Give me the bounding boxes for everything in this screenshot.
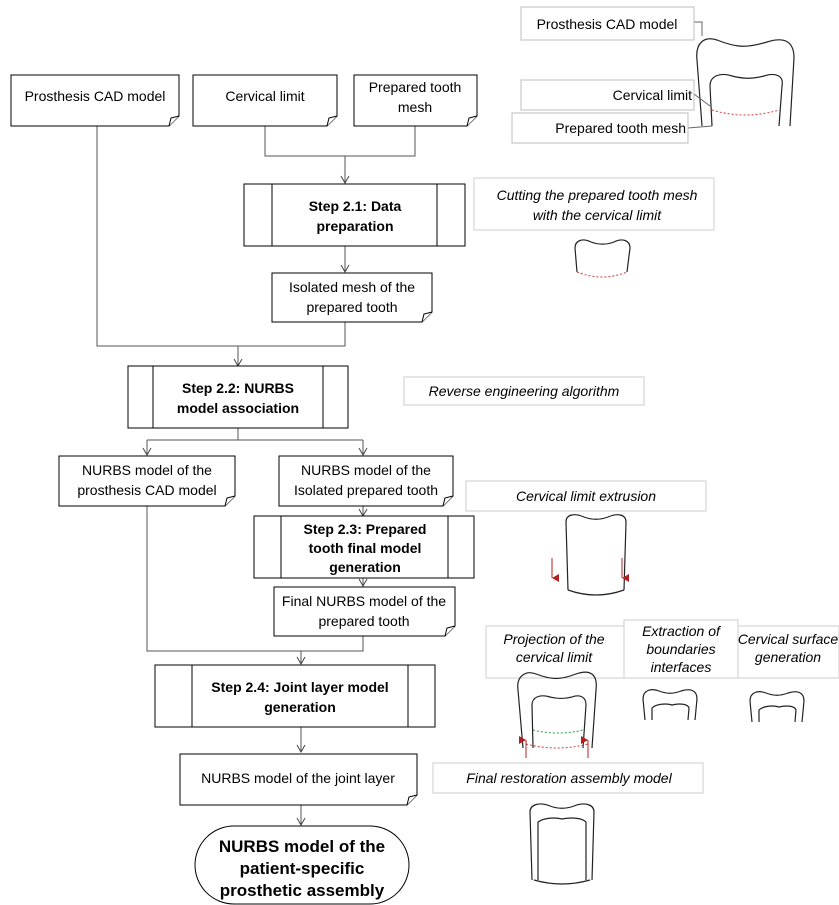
input-prepared-mesh-line1: Prepared tooth (369, 79, 462, 95)
connector-to-step24-merge (146, 506, 364, 652)
connectors (96, 126, 416, 827)
input-prepared-mesh-line2: mesh (398, 99, 432, 115)
terminal-line3: prosthetic assembly (220, 881, 385, 900)
step-2-4-line2: generation (264, 699, 336, 715)
note-cutting: Cutting the prepared tooth mesh with the… (473, 177, 715, 278)
step-2-2-box: Step 2.2: NURBS model association (127, 365, 349, 429)
step-2-3-line1: Step 2.3: Prepared (304, 521, 427, 537)
joint-layer-doc: NURBS model of the joint layer (179, 753, 418, 806)
input-prosthesis-cad-label: Prosthesis CAD model (25, 88, 166, 104)
nurbs-isolated-line1: NURBS model of the (301, 462, 431, 478)
note-surface: Cervical surface generation (737, 625, 839, 723)
input-prosthesis-cad: Prosthesis CAD model (10, 74, 180, 127)
note-extraction-line1: Extraction of (642, 623, 722, 639)
final-nurbs-line2: prepared tooth (318, 613, 409, 629)
projection-crown-shape (517, 671, 597, 749)
caption-mesh-box (511, 112, 689, 144)
caption-cervical: Cervical limit (613, 87, 692, 103)
note-extraction: Extraction of boundaries interfaces (623, 619, 739, 721)
nurbs-isolated-doc: NURBS model of the Isolated prepared too… (278, 455, 454, 507)
step-2-3-line2: tooth final model (309, 540, 422, 556)
step-2-1-line1: Step 2.1: Data (309, 198, 402, 214)
step-2-2-line2: model association (177, 400, 299, 416)
note-cutting-line1: Cutting the prepared tooth mesh (497, 187, 698, 203)
note-reverse: Reverse engineering algorithm (403, 376, 645, 406)
joint-layer-label: NURBS model of the joint layer (201, 770, 395, 786)
terminal-node: NURBS model of the patient-specific pros… (194, 825, 410, 905)
nurbs-prosthesis-line1: NURBS model of the (82, 462, 212, 478)
note-extrusion-label: Cervical limit extrusion (516, 488, 656, 504)
isolated-mesh-line1: Isolated mesh of the (289, 279, 415, 295)
step-2-3-line3: generation (329, 559, 401, 575)
cut-tooth-shape (574, 239, 631, 273)
note-final-assembly-label: Final restoration assembly model (466, 770, 672, 786)
note-extraction-line2: boundaries (646, 641, 715, 657)
input-cervical-limit-label: Cervical limit (225, 88, 304, 104)
connector-to-step22-merge (96, 126, 346, 347)
step-2-1-box: Step 2.1: Data preparation (243, 183, 466, 247)
input-illustration: Prosthesis CAD model Cervical limit Prep… (511, 6, 795, 144)
caption-cad: Prosthesis CAD model (537, 16, 678, 32)
isolated-mesh-doc: Isolated mesh of the prepared tooth (271, 272, 433, 323)
isolated-mesh-line2: prepared tooth (306, 299, 397, 315)
terminal-line1: NURBS model of the (219, 837, 385, 856)
connector-inputs-merge (264, 126, 416, 157)
caption-mesh: Prepared tooth mesh (555, 120, 686, 136)
note-extrusion: Cervical limit extrusion (465, 480, 707, 596)
step-2-3-box: Step 2.3: Prepared tooth final model gen… (253, 515, 475, 579)
assembly-outer-shape (529, 803, 595, 881)
step-2-4-box: Step 2.4: Joint layer model generation (154, 664, 436, 728)
note-surface-line1: Cervical surface (738, 631, 839, 647)
nurbs-prosthesis-line2: prosthesis CAD model (77, 482, 216, 498)
leader-mesh (687, 125, 713, 129)
note-extraction-line3: interfaces (651, 659, 712, 675)
note-projection-line1: Projection of the (503, 631, 604, 647)
input-cervical-limit: Cervical limit (192, 74, 338, 127)
nurbs-prosthesis-doc: NURBS model of the prosthesis CAD model (58, 455, 236, 507)
nurbs-isolated-line2: Isolated prepared tooth (294, 482, 438, 498)
step-2-1-line2: preparation (316, 218, 393, 234)
final-nurbs-doc: Final NURBS model of the prepared tooth (273, 586, 456, 637)
leader-cad (694, 21, 703, 36)
note-surface-line2: generation (755, 649, 821, 665)
note-cutting-line2: with the cervical limit (533, 207, 662, 223)
caption-cervical-box (520, 79, 695, 111)
final-nurbs-line1: Final NURBS model of the (282, 593, 446, 609)
note-reverse-label: Reverse engineering algorithm (429, 383, 620, 399)
note-projection-line2: cervical limit (516, 649, 593, 665)
leader-cervical (693, 93, 711, 107)
note-projection: Projection of the cervical limit (485, 625, 630, 758)
input-prepared-tooth-mesh: Prepared tooth mesh (353, 74, 478, 127)
note-final-assembly: Final restoration assembly model (432, 762, 704, 885)
extruded-tooth-shape (565, 514, 627, 591)
step-2-2-line1: Step 2.2: NURBS (182, 380, 294, 396)
terminal-line2: patient-specific (240, 859, 365, 878)
extraction-shape (642, 689, 698, 721)
surface-shape (749, 691, 805, 723)
step-2-4-line1: Step 2.4: Joint layer model (211, 679, 388, 695)
caption-cad-box (520, 6, 695, 41)
